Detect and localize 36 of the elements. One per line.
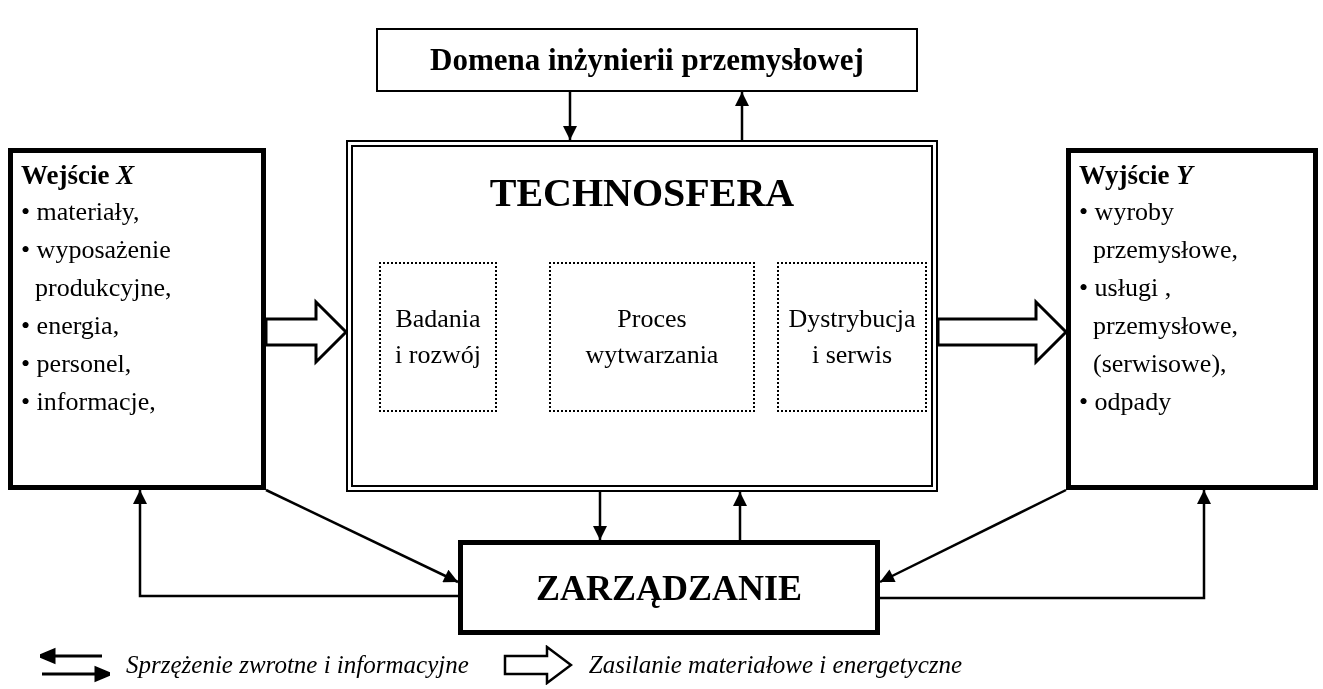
box-heading: Wejście X: [21, 159, 136, 192]
block-arrow: [936, 298, 1069, 366]
arrow: [563, 92, 577, 140]
arrow: [593, 492, 607, 540]
arrow: [879, 488, 1067, 584]
list-item: • personel,: [21, 348, 133, 380]
dotted-box: [777, 262, 927, 412]
box-label: Badania i rozwój: [394, 303, 482, 371]
list-item: • wyposażenie produkcyjne,: [21, 234, 173, 304]
box-title: Domena inżynierii przemysłowej: [430, 40, 864, 79]
arrow: [133, 490, 458, 598]
list-item: • wyroby przemysłowe,: [1079, 196, 1240, 266]
arrow: [880, 490, 1211, 600]
legend-text: Zasilanie materiałowe i energetyczne: [588, 650, 963, 681]
box-title: TECHNOSFERA: [489, 169, 795, 217]
arrow: [265, 488, 459, 584]
box-label: Proces wytwarzania: [584, 303, 720, 371]
list-item: • materiały,: [21, 196, 141, 228]
box-title: ZARZĄDZANIE: [535, 566, 802, 610]
list-item: • energia,: [21, 310, 121, 342]
list-box: [8, 148, 266, 490]
dotted-box: [549, 262, 755, 412]
title-box: [376, 28, 918, 92]
box-heading: Wyjście Y: [1079, 159, 1196, 192]
arrow: [735, 92, 749, 140]
list-box: [1066, 148, 1318, 490]
block-arrow: [264, 298, 349, 366]
legend-text: Sprzężenie zwrotne i informacyjne: [126, 650, 469, 681]
list-item: • informacje,: [21, 386, 157, 418]
title-box: [458, 540, 880, 635]
list-item: • usługi , przemysłowe, (serwisowe),: [1079, 272, 1240, 380]
dotted-box: [379, 262, 497, 412]
arrow: [733, 492, 747, 540]
list-item: • odpady: [1079, 386, 1173, 418]
double-frame-box: [346, 140, 938, 492]
box-label: Dystrybucja i serwis: [787, 303, 917, 371]
